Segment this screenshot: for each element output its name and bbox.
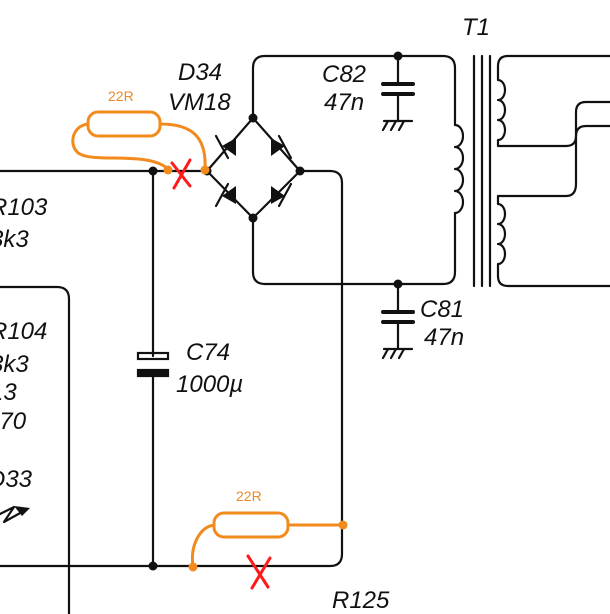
ground-icon — [381, 119, 414, 132]
c81-value-label: 47n — [424, 324, 464, 351]
cut-mark-bottom-icon — [246, 554, 272, 590]
r125-ref-label: R125 — [332, 587, 390, 614]
c74-value-label: 1000µ — [176, 371, 243, 398]
resistor-22r-top — [86, 110, 162, 138]
wires — [0, 54, 457, 614]
c82-ref-label: C82 — [322, 61, 366, 88]
c82-value-label: 47n — [324, 89, 364, 116]
mod-resistor-top — [71, 110, 210, 175]
partial-label-13: 13 — [0, 379, 17, 406]
r103-value-label: 3k3 — [0, 226, 29, 253]
ground-icon — [381, 347, 414, 360]
capacitor-c74 — [136, 351, 170, 378]
r103-ref-label: R103 — [0, 194, 48, 221]
d33-ref-label: D33 — [0, 466, 33, 493]
t1-ref-label: T1 — [462, 14, 490, 41]
mod-resistor-bottom — [188, 511, 348, 572]
c81-ref-label: C81 — [420, 296, 464, 323]
r104-value-label: 3k3 — [0, 351, 29, 378]
capacitor-c82 — [381, 82, 415, 132]
d34-ref-label: D34 — [178, 59, 222, 86]
resistor-22r-bottom — [212, 511, 290, 539]
capacitor-c81 — [381, 310, 415, 360]
cut-mark-top-icon — [170, 158, 192, 190]
bridge-rectifier-d34 — [205, 116, 302, 220]
c74-ref-label: C74 — [186, 339, 230, 366]
transformer-t1 — [453, 54, 610, 288]
d34-part-label: VM18 — [168, 89, 231, 116]
partial-label-270: 270 — [0, 408, 27, 435]
mod-bottom-value-label: 22R — [236, 488, 262, 504]
d33-arrow-icon — [0, 505, 30, 524]
r104-ref-label: R104 — [0, 318, 47, 345]
mod-top-value-label: 22R — [108, 88, 134, 104]
